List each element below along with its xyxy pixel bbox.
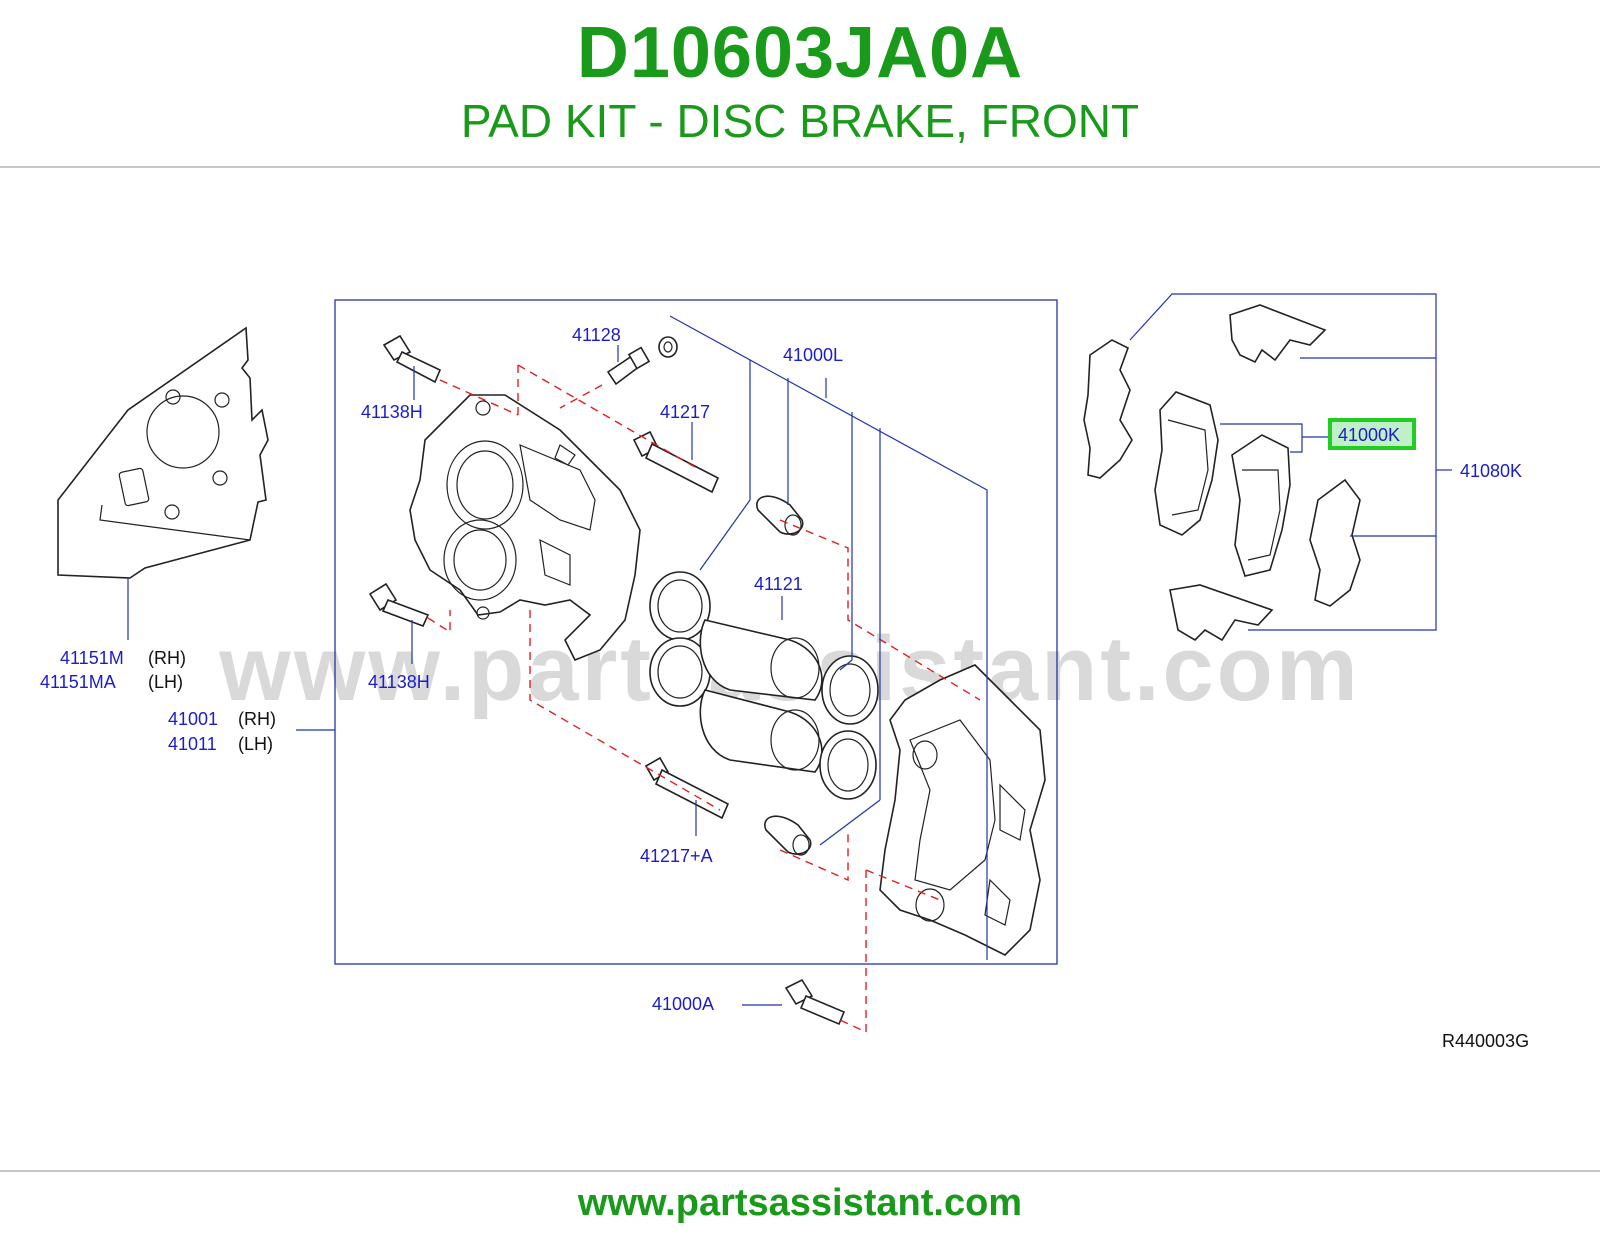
label-41151ma[interactable]: 41151MA [40,672,116,692]
label-41001-side: (RH) [238,709,276,729]
torque-member-drawing [879,664,1046,956]
boot-lower-drawing [764,815,812,856]
label-41000a[interactable]: 41000A [652,994,714,1014]
label-41080k[interactable]: 41080K [1460,461,1522,481]
label-41128[interactable]: 41128 [572,325,621,345]
label-41151m[interactable]: 41151M [60,648,124,668]
caliper-body-drawing [409,394,641,662]
footer-site-link[interactable]: www.partsassistant.com [577,1182,1023,1224]
label-41217[interactable]: 41217 [660,402,710,422]
part-description-title: PAD KIT - DISC BRAKE, FRONT [460,95,1140,147]
backing-plate-drawing [57,326,269,579]
highlight-box-41000k[interactable] [1328,418,1416,450]
footer-divider [0,1170,1600,1172]
piston-seals-drawing [649,571,879,800]
label-41011[interactable]: 41011 [168,734,217,754]
label-41151m-side: (RH) [148,648,186,668]
leader-41000k-group [1220,423,1328,453]
header-divider [0,166,1600,168]
bleeder-screw-drawing [606,336,678,386]
label-41011-side: (LH) [238,734,273,754]
label-41000k[interactable]: 41000K [1338,425,1400,445]
pad-kit-drawing [1083,304,1361,642]
part-number-title: D10603JA0A [576,13,1024,93]
label-41001[interactable]: 41001 [168,709,218,729]
caliper-assembly-box [334,299,1058,965]
label-41000l[interactable]: 41000L [783,345,843,365]
leader-41000l-group [669,315,988,960]
label-41138h-top[interactable]: 41138H [361,402,423,422]
guide-pin-41217-drawing [632,430,720,494]
bolt-41138h-top-drawing [382,334,442,384]
guide-pin-41217a-drawing [644,756,730,820]
label-41138h-bottom[interactable]: 41138H [368,672,430,692]
label-41217a[interactable]: 41217+A [640,846,713,866]
leader-41080k-group [1129,293,1452,631]
drawing-code: R440003G [1442,1031,1529,1051]
bolt-41138h-bottom-drawing [368,582,430,628]
bolt-41000a-drawing [784,978,846,1026]
boot-upper-drawing [756,495,804,536]
label-41121[interactable]: 41121 [754,574,803,594]
label-41151ma-side: (LH) [148,672,183,692]
alignment-dashed-lines [427,364,981,1034]
